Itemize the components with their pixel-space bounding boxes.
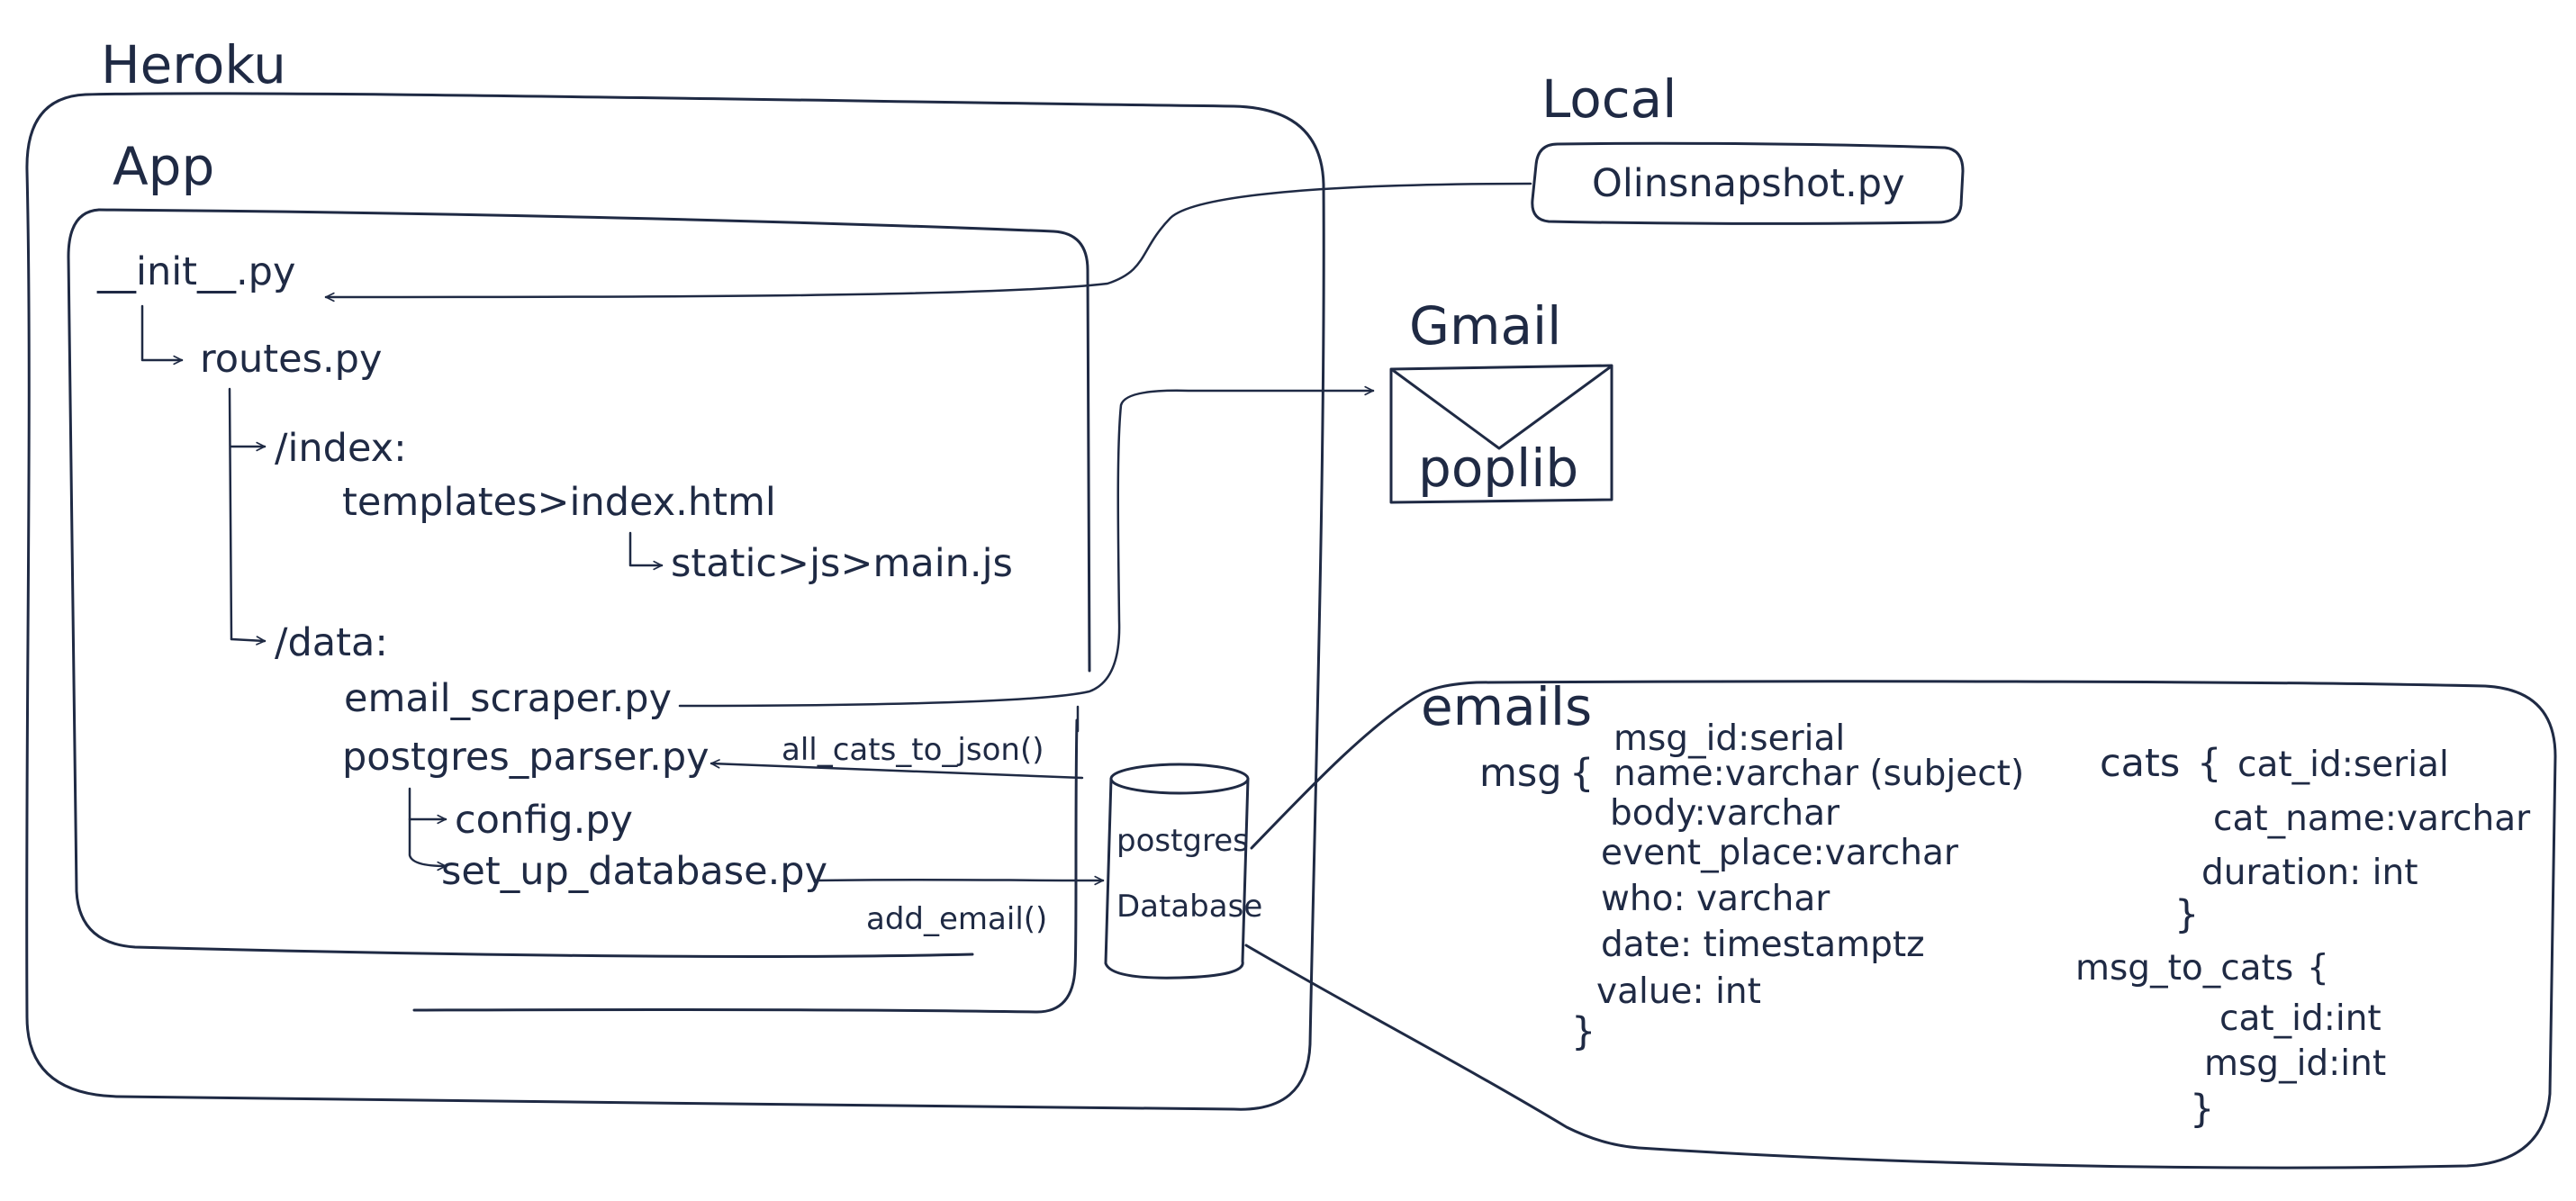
heroku-container: Heroku	[25, 34, 1325, 1111]
cats-table: cats { cat_id:serial cat_name:varchar du…	[2100, 741, 2531, 937]
cats-field: cat_id:serial	[2237, 745, 2449, 785]
index-route: /index:	[275, 426, 407, 471]
app-container: App	[67, 136, 1091, 1014]
routes-to-data-connector	[230, 636, 267, 646]
msg-to-cats-field: msg_id:int	[2204, 1043, 2386, 1084]
database-line2: Database	[1116, 889, 1262, 925]
cats-field: duration: int	[2201, 853, 2418, 893]
static-file: static>js>main.js	[671, 541, 1013, 586]
index-template: templates>index.html	[342, 480, 776, 525]
msg-to-cats-field: cat_id:int	[2219, 998, 2382, 1039]
local-box	[1531, 141, 1965, 225]
schema-db-name: emails	[1421, 676, 1592, 737]
schema-callout: emails msg { msg_id:serial name:varchar …	[1244, 676, 2557, 1169]
msg-to-cats-close-brace: }	[2190, 1087, 2214, 1132]
config-file: config.py	[455, 798, 633, 843]
msg-field: msg_id:serial	[1613, 718, 1845, 759]
msg-field: name:varchar (subject)	[1613, 754, 2024, 794]
app-border-left-bottom	[67, 208, 974, 958]
heroku-label: Heroku	[101, 34, 286, 95]
msg-table: msg { msg_id:serial name:varchar (subjec…	[1479, 718, 2024, 1054]
gmail-label: Gmail	[1409, 295, 1561, 357]
gmail-group: Gmail poplib	[1389, 295, 1613, 504]
all-cats-call: all_cats_to_json()	[782, 732, 1044, 768]
local-group: Local Olinsnapshot.py	[1531, 68, 1965, 225]
database-line1: postgres	[1116, 823, 1249, 859]
app-label: App	[113, 136, 214, 197]
schema-callout-border	[1244, 680, 2557, 1169]
msg-to-cats-table-name: msg_to_cats	[2075, 948, 2293, 989]
routes-trunk	[228, 387, 233, 641]
template-to-static-connector	[628, 531, 664, 571]
gmail-library: poplib	[1418, 438, 1578, 499]
database-body	[1104, 777, 1250, 980]
msg-field: body:varchar	[1610, 793, 1840, 834]
routes-file: routes.py	[200, 337, 382, 382]
add-email-call: add_email()	[866, 901, 1047, 937]
scraper-file: email_scraper.py	[344, 676, 672, 721]
heroku-border	[25, 92, 1325, 1111]
msg-to-cats-table: msg_to_cats { cat_id:int msg_id:int }	[2075, 948, 2386, 1132]
parser-file: postgres_parser.py	[342, 735, 710, 780]
data-route: /data:	[275, 620, 388, 665]
envelope-icon	[1389, 364, 1613, 504]
app-border-right-lower	[412, 718, 1079, 1014]
init-to-routes-connector	[140, 304, 184, 366]
parser-to-setup-connector	[408, 817, 447, 871]
local-script: Olinsnapshot.py	[1592, 161, 1905, 206]
all-cats-underline-arrow	[710, 759, 1084, 780]
app-file-tree: __init__.py routes.py /index: templates>…	[96, 249, 1013, 894]
msg-field: who: varchar	[1601, 879, 1830, 919]
database-top	[1109, 763, 1250, 795]
msg-open-brace: {	[1569, 751, 1594, 796]
connectors: all_cats_to_json() add_email()	[324, 182, 1532, 937]
cats-close-brace: }	[2174, 892, 2199, 937]
msg-close-brace: }	[1571, 1009, 1595, 1054]
setup-file: set_up_database.py	[441, 849, 827, 894]
app-border	[97, 208, 1091, 673]
cats-open-brace: {	[2197, 741, 2221, 786]
local-to-init-arrow	[324, 182, 1532, 303]
cats-table-name: cats	[2100, 741, 2180, 786]
parser-to-config-connector	[408, 787, 447, 825]
msg-to-cats-open-brace: {	[2307, 948, 2329, 989]
msg-field: date: timestamptz	[1601, 925, 1925, 965]
msg-field: value: int	[1596, 971, 1761, 1012]
msg-table-name: msg	[1479, 751, 1562, 796]
msg-field: event_place:varchar	[1601, 833, 1959, 873]
database-group: postgres Database	[1104, 763, 1262, 980]
init-file: __init__.py	[96, 249, 295, 294]
cats-field: cat_name:varchar	[2213, 799, 2531, 839]
local-label: Local	[1541, 68, 1677, 130]
scraper-to-gmail-arrow	[678, 385, 1375, 708]
